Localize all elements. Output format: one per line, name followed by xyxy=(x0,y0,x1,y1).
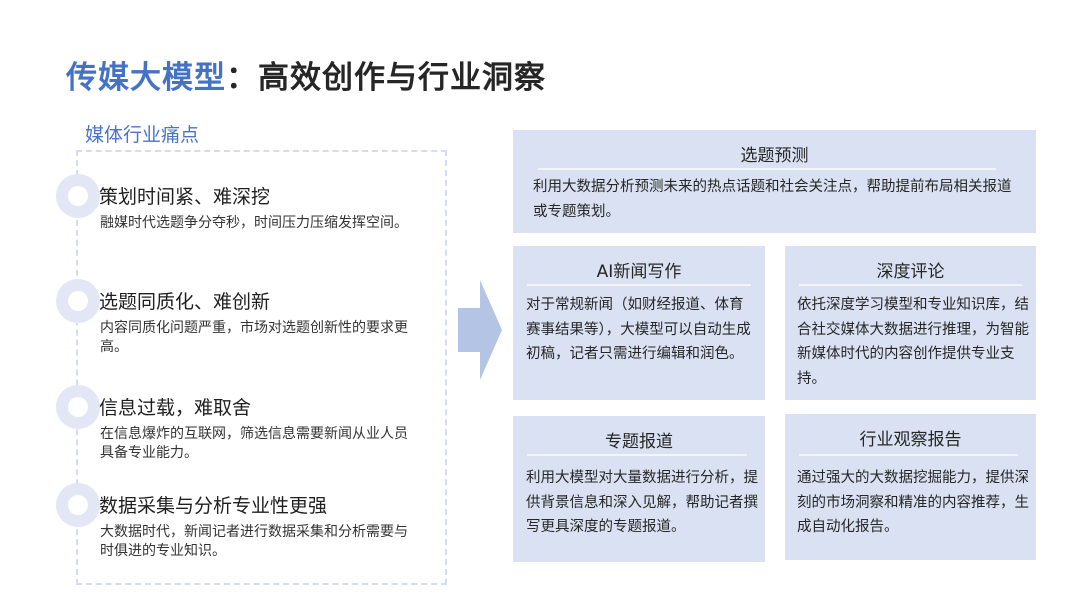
pain-points-label: 媒体行业痛点 xyxy=(85,124,200,146)
card-divider xyxy=(799,454,1018,456)
pain-point-title: 信息过载，难取舍 xyxy=(99,397,252,419)
card-desc: 利用大数据分析预测未来的热点话题和社会关注点，帮助提前布局相关报道或专题策划。 xyxy=(533,179,1012,220)
card-desc: 通过强大的大数据挖掘能力，提供深刻的市场洞察和精准的内容推荐，生成自动化报告。 xyxy=(797,470,1029,535)
ring-bullet-icon xyxy=(56,174,100,218)
card-title: 专题报道 xyxy=(605,432,673,452)
card-desc: 对于常规新闻（如财经报道、体育赛事结果等），大模型可以自动生成初稿，记者只需进行… xyxy=(526,297,751,362)
ring-bullet-icon xyxy=(56,385,100,429)
pain-point-title: 选题同质化、难创新 xyxy=(99,291,271,313)
right-arrow-icon xyxy=(458,280,502,380)
pain-point-desc: 在信息爆炸的互联网，筛选信息需要新闻从业人员具备专业能力。 xyxy=(100,426,408,461)
ring-bullet-icon xyxy=(56,483,100,527)
card-desc: 利用大模型对大量数据进行分析，提供背景信息和深入见解，帮助记者撰写更具深度的专题… xyxy=(526,470,758,535)
ring-bullet-icon xyxy=(56,279,100,323)
solution-card-special-report: 专题报道 利用大模型对大量数据进行分析，提供背景信息和深入见解，帮助记者撰写更具… xyxy=(513,416,765,562)
card-divider xyxy=(527,454,747,456)
pain-point-title: 策划时间紧、难深挖 xyxy=(99,186,271,208)
pain-point-title: 数据采集与分析专业性更强 xyxy=(99,495,328,517)
solution-card-ai-writing: AI新闻写作 对于常规新闻（如财经报道、体育赛事结果等），大模型可以自动生成初稿… xyxy=(513,246,765,400)
pain-point-desc: 内容同质化问题严重，市场对选题创新性的要求更高。 xyxy=(100,320,408,355)
solution-card-topic-prediction: 选题预测 利用大数据分析预测未来的热点话题和社会关注点，帮助提前布局相关报道或专… xyxy=(513,130,1036,233)
solution-card-deep-commentary: 深度评论 依托深度学习模型和专业知识库，结合社交媒体大数据进行推理，为智能新媒体… xyxy=(785,246,1036,400)
page-title-rest: ：高效创作与行业洞察 xyxy=(226,60,546,96)
card-divider xyxy=(799,284,1022,286)
card-title: AI新闻写作 xyxy=(596,262,682,282)
solution-card-industry-report: 行业观察报告 通过强大的大数据挖掘能力，提供深刻的市场洞察和精准的内容推荐，生成… xyxy=(785,414,1036,560)
pain-point-desc: 大数据时代，新闻记者进行数据采集和分析需要与时俱进的专业知识。 xyxy=(100,524,408,559)
card-divider xyxy=(527,284,751,286)
pain-points-panel: 策划时间紧、难深挖 融媒时代选题争分夺秒，时间压力压缩发挥空间。 选题同质化、难… xyxy=(56,150,447,585)
page-title: 传媒大模型：高效创作与行业洞察 xyxy=(66,52,546,97)
pain-point-desc: 融媒时代选题争分夺秒，时间压力压缩发挥空间。 xyxy=(100,215,408,231)
card-title: 选题预测 xyxy=(740,146,809,166)
card-title: 深度评论 xyxy=(876,262,945,282)
card-divider xyxy=(538,168,996,170)
card-title: 行业观察报告 xyxy=(859,430,962,450)
card-desc: 依托深度学习模型和专业知识库，结合社交媒体大数据进行推理，为智能新媒体时代的内容… xyxy=(797,297,1029,387)
page-title-accent: 传媒大模型 xyxy=(66,60,226,96)
